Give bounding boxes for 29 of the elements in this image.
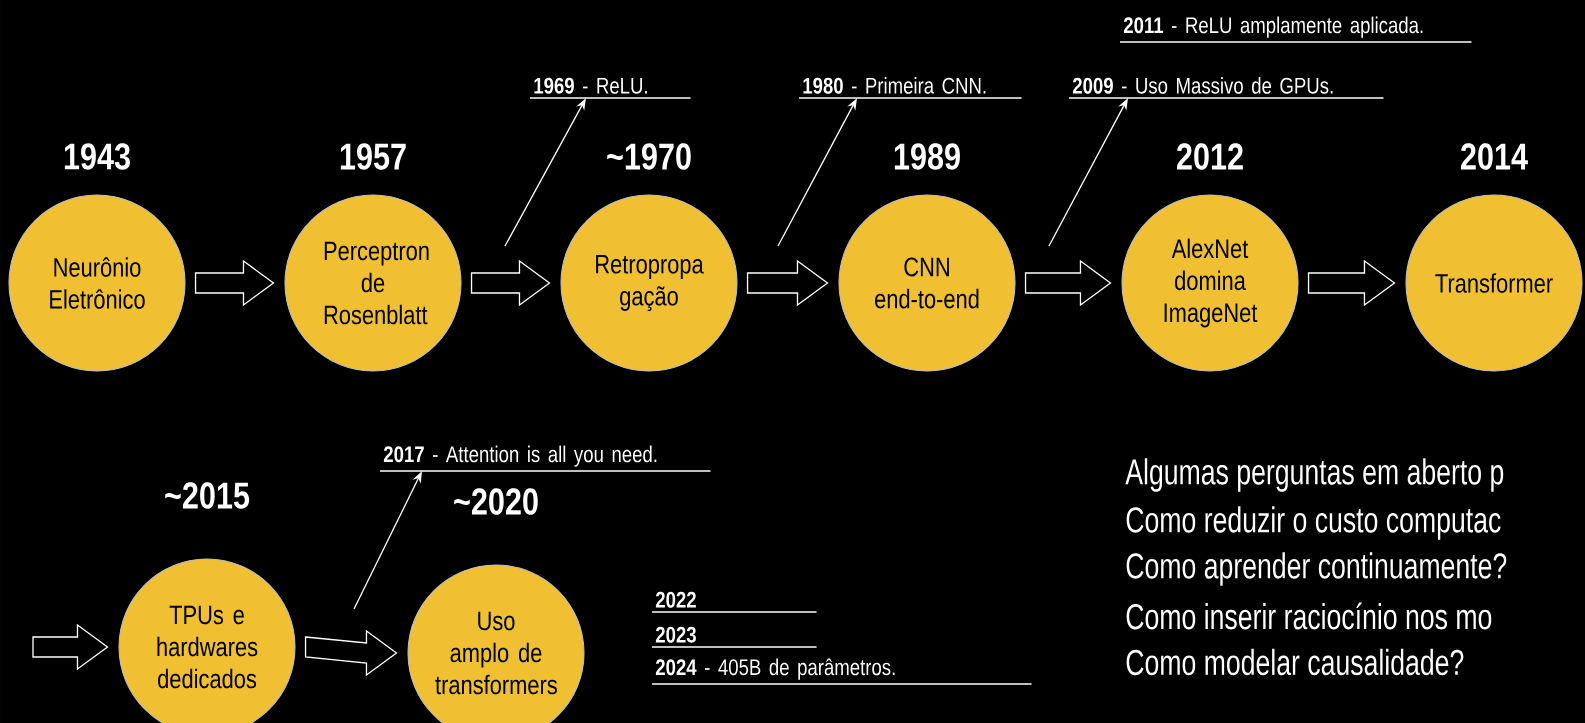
annotation-text: 2017 - Attention is all you need. [379,445,712,472]
annotation-text: 2024 - 405B de parâmetros. [651,658,1033,685]
block-arrow [194,259,275,307]
node-label: 2012 [1177,143,1243,170]
block-arrow [470,259,551,307]
node-label: 1989 [894,143,960,170]
annotation-text: 2022 [651,591,818,613]
node-label: 2014 [1461,143,1528,170]
annotation-text: 1980 - Primeira CNN. [798,77,1023,99]
annotation-text: 2009 - Uso Massivo de GPUs. [1068,77,1385,99]
block-arrow [304,629,398,677]
arrow [504,98,586,247]
question-text: Como aprender continuamente? [1126,552,1507,586]
question-text: Algumas perguntas em aberto p [1125,458,1504,492]
question-text: Como inserir raciocínio nos mo [1126,602,1492,630]
annotation-text: 1969 - ReLU. [529,77,692,99]
annotation-text: 2011 - ReLU amplamente aplicada. [1119,16,1473,43]
node-label: 1943 [64,143,130,170]
node-label: ~2020 [454,488,538,515]
block-arrow [1024,259,1112,307]
block-arrow [746,259,829,307]
node-label: ~2015 [165,482,250,509]
node-label: ~1970 [607,143,691,170]
question-text: Como reduzir o custo computac [1126,506,1501,540]
block-arrow [1307,259,1396,307]
question-text: Como modelar causalidade? [1126,648,1464,676]
node-label: 1957 [340,143,406,170]
block-arrow [32,623,109,671]
annotation-text: 2023 [651,626,818,648]
